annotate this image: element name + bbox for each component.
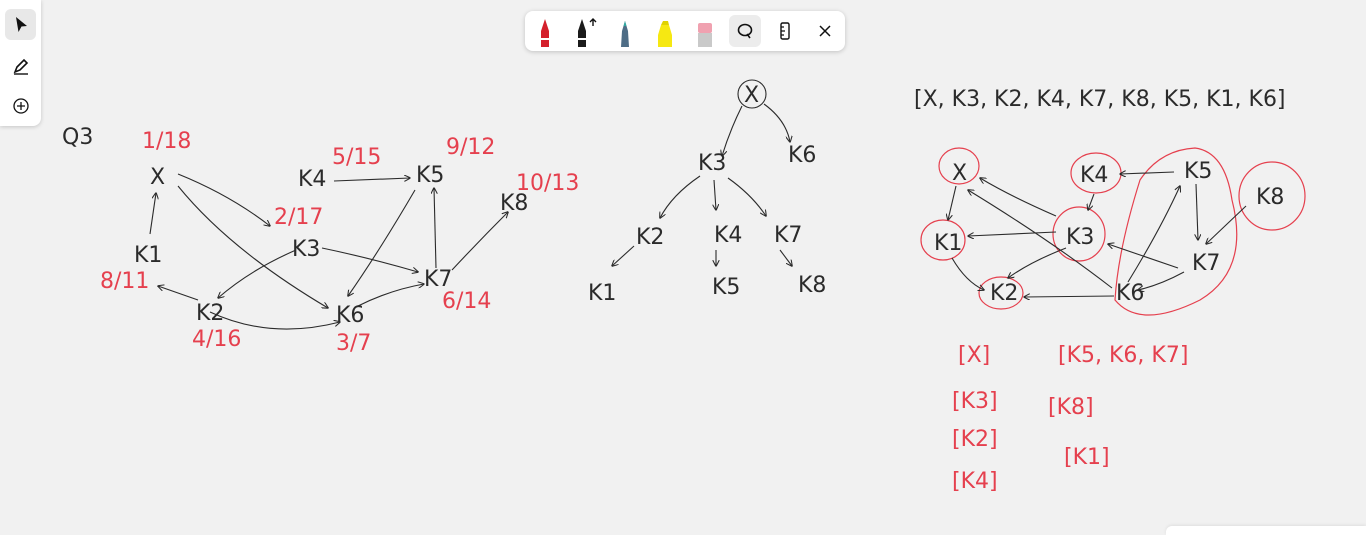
add-tool-button[interactable] bbox=[5, 90, 36, 121]
graph-2: X K4 K5 K8 K1 K3 K7 K2 K6 bbox=[920, 147, 1306, 316]
tree-node-k5: K5 bbox=[712, 275, 740, 300]
node-k2: K2 bbox=[196, 301, 224, 326]
scc-node-k8: K8 bbox=[1256, 185, 1284, 210]
lasso-icon bbox=[737, 23, 753, 39]
node-x: X bbox=[150, 165, 165, 190]
red-pen-icon bbox=[541, 19, 549, 47]
scc-node-x: X bbox=[952, 161, 967, 186]
scc-node-k1: K1 bbox=[934, 231, 962, 256]
scc-list-x: [X] bbox=[958, 343, 990, 368]
scc-list-k5-k6-k7: [K5, K6, K7] bbox=[1058, 343, 1188, 368]
yellow-highlighter-button[interactable] bbox=[649, 15, 681, 47]
tree-node-k4: K4 bbox=[714, 223, 742, 248]
close-button[interactable] bbox=[809, 15, 841, 47]
graph-1: X K4 K5 K8 K1 K3 K7 K2 K6 1/18 5/15 9/12… bbox=[100, 129, 579, 356]
finish-order-list: [X, K3, K2, K4, K7, K8, K5, K1, K6] bbox=[914, 87, 1286, 112]
ruler-button[interactable] bbox=[769, 15, 801, 47]
ruler-icon bbox=[780, 22, 790, 40]
cursor-arrow-icon bbox=[15, 16, 27, 32]
scc-node-k7: K7 bbox=[1192, 251, 1220, 276]
node-k8: K8 bbox=[500, 191, 528, 216]
scc-list-k8: [K8] bbox=[1048, 395, 1094, 420]
time-k3: 2/17 bbox=[274, 205, 323, 230]
highlighter-icon bbox=[658, 21, 672, 47]
time-k1: 8/11 bbox=[100, 269, 149, 294]
scc-list-k4: [K4] bbox=[952, 469, 998, 494]
time-x: 1/18 bbox=[142, 129, 191, 154]
corner-panel bbox=[1166, 526, 1366, 535]
pen-tool-button[interactable] bbox=[5, 50, 36, 81]
teal-pen-button[interactable] bbox=[609, 15, 641, 47]
scc-node-k2: K2 bbox=[990, 281, 1018, 306]
tree-node-k6: K6 bbox=[788, 143, 816, 168]
tree-node-k8: K8 bbox=[798, 273, 826, 298]
select-tool-button[interactable] bbox=[5, 9, 36, 40]
eraser-icon bbox=[698, 23, 712, 47]
question-label: Q3 bbox=[62, 125, 93, 150]
node-k4: K4 bbox=[298, 167, 326, 192]
time-k2: 4/16 bbox=[192, 327, 241, 352]
scc-node-k5: K5 bbox=[1184, 159, 1212, 184]
tree-node-x: X bbox=[744, 83, 759, 108]
time-k4: 5/15 bbox=[332, 145, 381, 170]
tree-node-k1: K1 bbox=[588, 281, 616, 306]
node-k6: K6 bbox=[336, 303, 364, 328]
time-k5: 9/12 bbox=[446, 135, 495, 160]
tree-node-k7: K7 bbox=[774, 223, 802, 248]
red-pen-button[interactable] bbox=[529, 15, 561, 47]
time-k8: 10/13 bbox=[516, 171, 579, 196]
eraser-button[interactable] bbox=[689, 15, 721, 47]
close-icon bbox=[819, 25, 831, 37]
tree-node-k3: K3 bbox=[698, 151, 726, 176]
scc-list-k1: [K1] bbox=[1064, 445, 1110, 470]
scc-list-k2: [K2] bbox=[952, 427, 998, 452]
node-k1: K1 bbox=[134, 243, 162, 268]
teal-pen-icon bbox=[621, 21, 629, 47]
time-k7: 6/14 bbox=[442, 289, 491, 314]
left-toolbar bbox=[0, 0, 41, 126]
dfs-tree: X K3 K6 K2 K4 K7 K1 K5 K8 bbox=[588, 79, 826, 306]
pen-icon bbox=[13, 58, 28, 75]
time-k6: 3/7 bbox=[336, 331, 371, 356]
add-circle-icon bbox=[12, 97, 29, 114]
node-k7: K7 bbox=[424, 267, 452, 292]
node-k3: K3 bbox=[292, 237, 320, 262]
lasso-select-button[interactable] bbox=[729, 15, 761, 47]
scc-node-k4: K4 bbox=[1080, 163, 1108, 188]
black-pen-icon bbox=[578, 18, 597, 47]
scc-node-k6: K6 bbox=[1116, 281, 1144, 306]
black-pen-button[interactable] bbox=[569, 15, 601, 47]
scc-node-k3: K3 bbox=[1066, 225, 1094, 250]
scc-lists: [X] [K3] [K2] [K4] [K5, K6, K7] [K8] [K1… bbox=[952, 343, 1188, 494]
node-k5: K5 bbox=[416, 163, 444, 188]
pen-toolbar bbox=[525, 11, 845, 51]
tree-node-k2: K2 bbox=[636, 225, 664, 250]
scc-list-k3: [K3] bbox=[952, 389, 998, 414]
